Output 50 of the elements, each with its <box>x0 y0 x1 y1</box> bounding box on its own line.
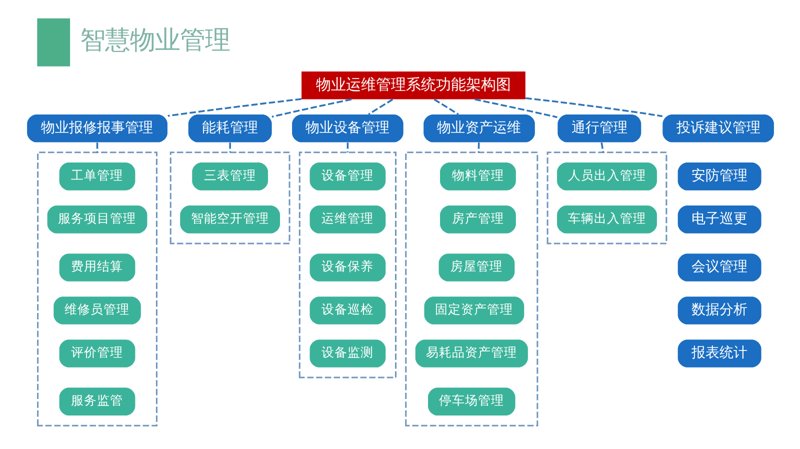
connector <box>96 142 98 152</box>
node-box: 易耗品资产管理 <box>414 340 528 368</box>
node-box: 物业报修报事管理 <box>26 114 167 142</box>
node-box: 服务项目管理 <box>46 206 147 234</box>
cluster <box>298 152 396 378</box>
node-box: 报表统计 <box>677 340 761 368</box>
node-box: 停车场管理 <box>428 388 515 416</box>
connector <box>524 97 662 118</box>
diagram-title: 智慧物业管理 <box>80 26 230 55</box>
connector <box>368 98 393 115</box>
node-box: 三表管理 <box>192 162 268 190</box>
node-box: 设备巡检 <box>309 296 386 324</box>
node-box: 车辆出入管理 <box>556 206 656 234</box>
cluster <box>404 152 538 426</box>
node-box: 物业资产运维 <box>423 114 534 142</box>
connector <box>474 98 557 118</box>
node-box: 物料管理 <box>440 162 516 190</box>
node-box: 房屋管理 <box>438 254 514 282</box>
connector <box>433 98 458 115</box>
node-box: 人员出入管理 <box>556 162 656 190</box>
connector <box>167 98 302 117</box>
connector <box>477 142 480 152</box>
node-box: 设备保养 <box>309 254 386 282</box>
node-box: 运维管理 <box>309 206 386 234</box>
node-box: 设备管理 <box>309 162 386 190</box>
node-box: 能耗管理 <box>188 114 272 142</box>
node-box: 费用结算 <box>58 254 135 282</box>
node-box: 固定资产管理 <box>424 296 524 324</box>
node-box: 房产管理 <box>440 206 516 234</box>
node-box: 服务监管 <box>58 388 135 416</box>
node-box: 工单管理 <box>58 162 135 190</box>
node-box: 数据分析 <box>677 296 761 324</box>
connector <box>228 142 230 152</box>
node-box: 安防管理 <box>677 162 761 190</box>
node-box: 投诉建议管理 <box>662 114 774 142</box>
cluster <box>169 152 290 244</box>
node-box: 设备监测 <box>309 340 386 368</box>
node-box: 会议管理 <box>677 254 761 282</box>
node-box: 通行管理 <box>557 114 641 142</box>
connector <box>600 142 604 153</box>
cluster <box>36 152 157 426</box>
node-box: 电子巡更 <box>677 206 761 234</box>
connector <box>271 98 352 118</box>
connector <box>346 142 348 152</box>
node-box: 智能空开管理 <box>180 206 280 234</box>
node-box: 评价管理 <box>58 340 135 368</box>
node-box: 物业运维管理系统功能架构图 <box>301 71 525 100</box>
node-box: 维修员管理 <box>53 296 140 324</box>
node-box: 物业设备管理 <box>292 114 403 142</box>
cluster <box>546 152 667 244</box>
